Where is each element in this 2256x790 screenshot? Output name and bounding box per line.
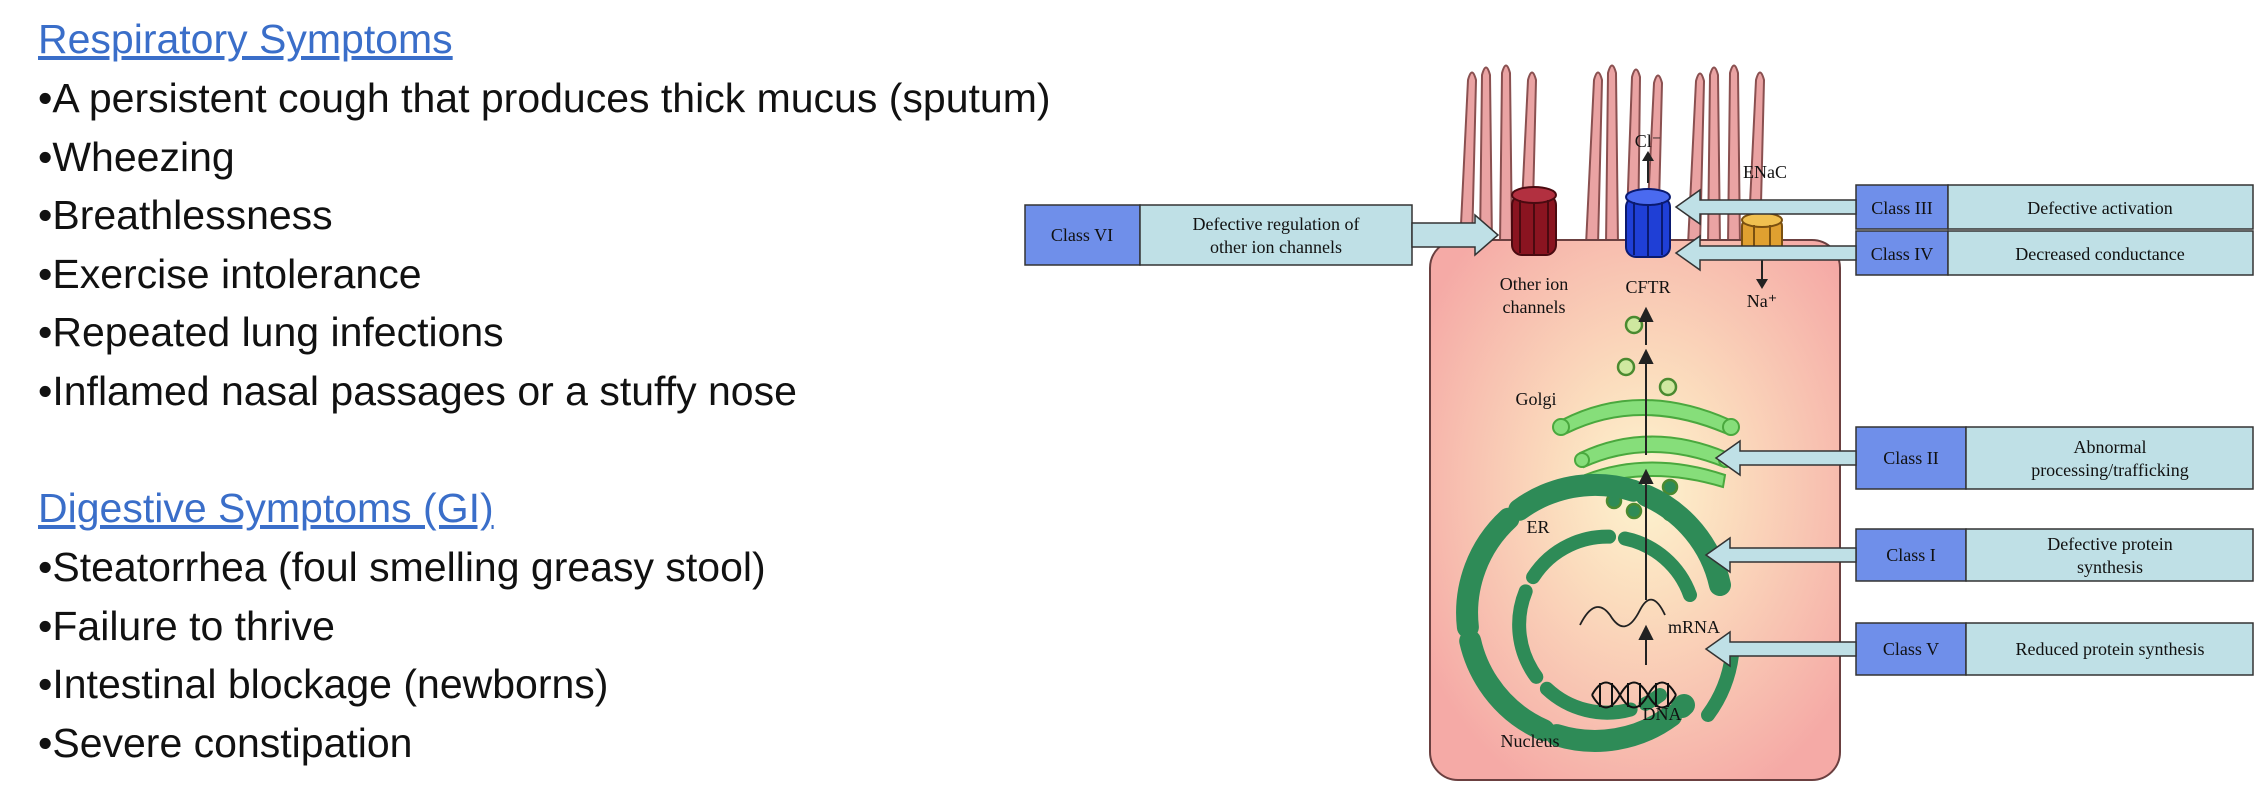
cl-label: Cl⁻: [1635, 131, 1662, 151]
list-item: •Intestinal blockage (newborns): [38, 655, 1218, 714]
list-item-text: Breathlessness: [52, 192, 333, 238]
digestive-list: •Steatorrhea (foul smelling greasy stool…: [38, 538, 1218, 772]
list-item: •Repeated lung infections: [38, 303, 1218, 362]
list-item-text: Severe constipation: [52, 719, 413, 766]
bullet-mark: •: [38, 602, 53, 649]
respiratory-list: •A persistent cough that produces thick …: [38, 69, 1218, 420]
class-iv-name: Class IV: [1871, 244, 1934, 264]
list-item-text: Inflamed nasal passages or a stuffy nose: [52, 367, 797, 414]
golgi-label: Golgi: [1515, 389, 1556, 409]
list-item: •Failure to thrive: [38, 597, 1218, 656]
cftr-mutation-diagram: Cl⁻ ENaC Na⁺ Other ion channels CFTR Gol…: [1024, 64, 2254, 781]
list-item: •Inflamed nasal passages or a stuffy nos…: [38, 362, 1218, 421]
cl-arrowhead: [1642, 151, 1654, 161]
class-v-desc: Reduced protein synthesis: [2016, 639, 2205, 659]
class-i-arrow: [1704, 536, 1857, 574]
list-item: •Exercise intolerance: [38, 245, 1218, 304]
trafficking-arrow: [1638, 306, 1654, 665]
mrna-icon: [1579, 598, 1666, 628]
bullet-mark: •: [38, 661, 53, 707]
digestive-heading: Digestive Symptoms (GI): [38, 485, 494, 531]
class-iii-box: Class III Defective activation: [1855, 184, 2254, 230]
respiratory-heading: Respiratory Symptoms: [38, 16, 453, 62]
other-ion-label-1: Other ion: [1500, 274, 1568, 294]
class-iv-arrow: [1674, 234, 1857, 272]
symptom-text-column: Respiratory Symptoms •A persistent cough…: [38, 10, 1218, 772]
cilia: [1458, 64, 1766, 246]
bullet-mark: •: [38, 192, 53, 238]
other-ion-label-2: channels: [1503, 297, 1566, 317]
class-i-desc-1: Defective protein: [2047, 534, 2172, 554]
class-ii-arrow: [1714, 439, 1857, 477]
class-ii-box: Class II Abnormal processing/trafficking: [1855, 426, 2254, 490]
class-iv-desc: Decreased conductance: [2015, 244, 2184, 264]
list-item: •Steatorrhea (foul smelling greasy stool…: [38, 538, 1218, 597]
bullet-mark: •: [38, 544, 53, 590]
na-arrowhead: [1756, 279, 1768, 289]
class-ii-desc-1: Abnormal: [2074, 437, 2147, 457]
class-vi-arrow: [1411, 213, 1500, 257]
er-label: ER: [1526, 517, 1549, 537]
bullet-mark: •: [38, 367, 53, 414]
list-item-text: A persistent cough that produces thick m…: [52, 75, 1051, 121]
class-vi-desc-2: other ion channels: [1210, 237, 1342, 257]
dna-label: DNA: [1643, 704, 1682, 724]
bullet-mark: •: [38, 309, 53, 355]
cftr-channel-icon: [1625, 188, 1671, 258]
list-item-text: Wheezing: [52, 133, 235, 180]
class-ii-desc-2: processing/trafficking: [2031, 460, 2189, 480]
class-vi-desc-1: Defective regulation of: [1193, 214, 1360, 234]
other-ion-channel-icon: [1511, 186, 1557, 256]
class-i-name: Class I: [1886, 545, 1936, 565]
list-item-text: Failure to thrive: [52, 602, 335, 649]
list-item-text: Intestinal blockage (newborns): [52, 661, 609, 707]
list-item-text: Repeated lung infections: [52, 309, 504, 355]
bullet-mark: •: [38, 133, 53, 180]
bullet-mark: •: [38, 75, 53, 121]
golgi-icon: [1552, 399, 1740, 489]
list-item-text: Steatorrhea (foul smelling greasy stool): [52, 544, 766, 590]
na-label: Na⁺: [1747, 291, 1778, 311]
list-item-text: Exercise intolerance: [52, 250, 422, 297]
class-iii-desc: Defective activation: [2027, 198, 2172, 218]
class-v-box: Class V Reduced protein synthesis: [1855, 622, 2254, 676]
class-iv-box: Class IV Decreased conductance: [1855, 230, 2254, 276]
list-item: •Wheezing: [38, 128, 1218, 187]
class-iii-arrow: [1674, 188, 1857, 226]
dna-icon: [1591, 681, 1677, 709]
cftr-label: CFTR: [1625, 277, 1670, 297]
nucleus-label: Nucleus: [1501, 731, 1560, 751]
list-item: •Breathlessness: [38, 186, 1218, 245]
class-i-desc-2: synthesis: [2077, 557, 2143, 577]
list-item: •A persistent cough that produces thick …: [38, 69, 1218, 128]
class-i-box: Class I Defective protein synthesis: [1855, 528, 2254, 582]
list-item: •Severe constipation: [38, 714, 1218, 773]
bullet-mark: •: [38, 719, 53, 766]
mrna-label: mRNA: [1668, 617, 1720, 637]
class-vi-name: Class VI: [1051, 225, 1113, 245]
class-v-name: Class V: [1883, 639, 1939, 659]
enac-label: ENaC: [1743, 162, 1787, 182]
class-ii-name: Class II: [1883, 448, 1939, 468]
bullet-mark: •: [38, 250, 53, 297]
class-iii-name: Class III: [1871, 198, 1933, 218]
class-vi-box: Class VI Defective regulation of other i…: [1024, 204, 1413, 266]
class-v-arrow: [1704, 630, 1857, 668]
